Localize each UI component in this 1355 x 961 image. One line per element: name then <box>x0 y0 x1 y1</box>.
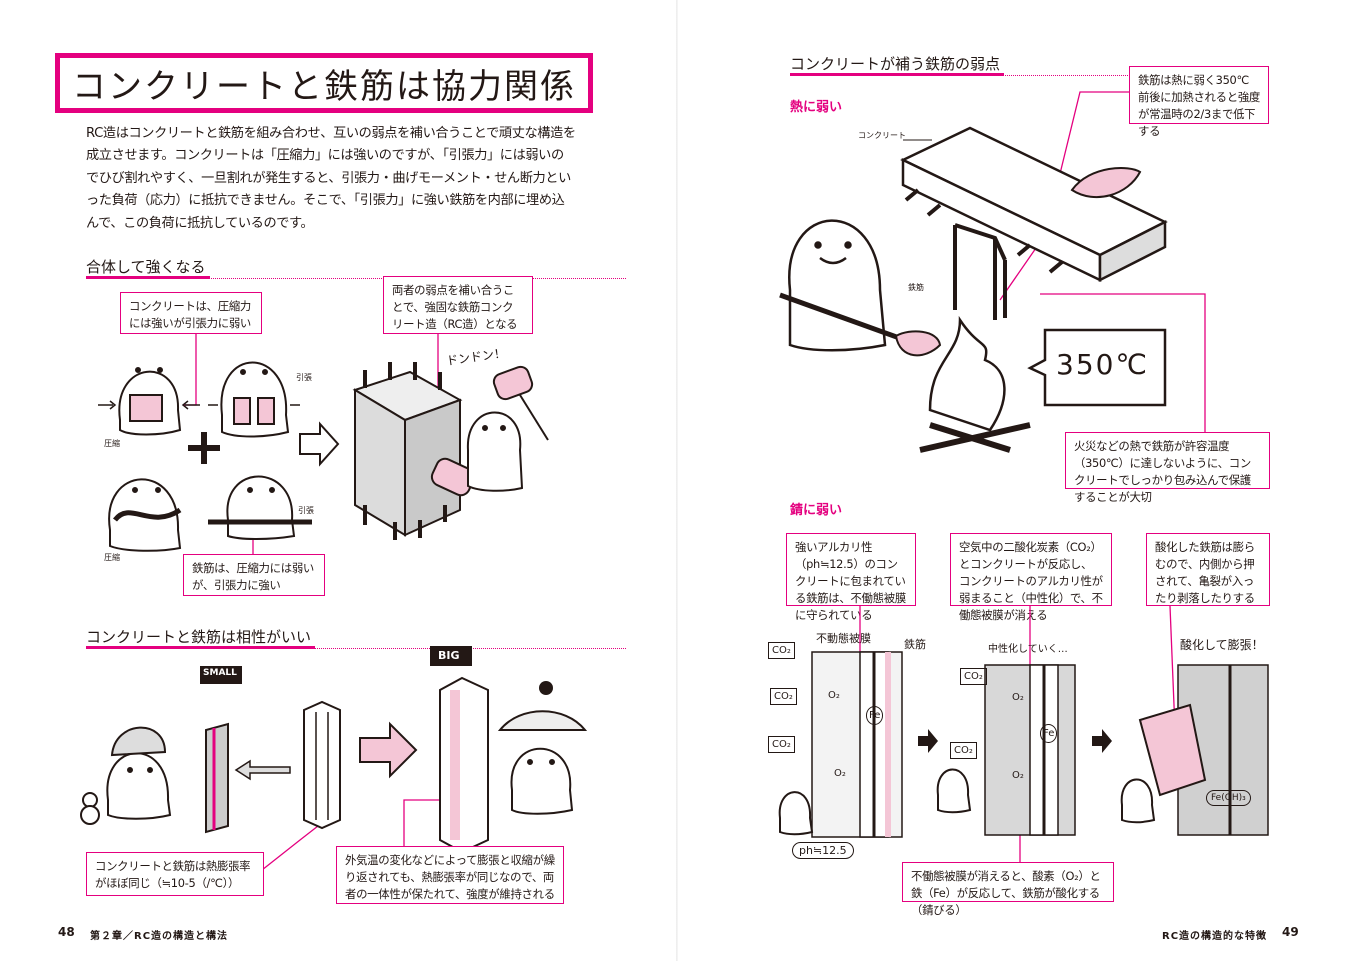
running-head-right: RC造の構造的な特徴 <box>1162 931 1268 942</box>
o2-label-2: O₂ <box>834 768 846 779</box>
folio-right: 49 <box>1282 925 1299 939</box>
label-tension-1: 引張 <box>296 373 312 382</box>
folio-left: 48 <box>58 925 75 939</box>
co2-bubble-2: CO₂ <box>770 688 797 705</box>
fe-label-2: Fe <box>1040 724 1058 743</box>
combine-illustration <box>98 334 549 554</box>
subheading-rust: 錆に弱い <box>790 503 843 518</box>
o2-label-3: O₂ <box>1012 692 1024 703</box>
page-title: コンクリートと鉄筋は協力関係 <box>72 66 576 107</box>
label-compression-1: 圧縮 <box>104 439 120 448</box>
callout-expansion: コンクリートと鉄筋は熱膨張率がほぼ同じ（≒10-5（/℃）） <box>86 852 264 896</box>
label-rebar: 鉄筋 <box>908 283 924 292</box>
page-gutter <box>676 0 678 961</box>
co2-bubble-4: CO₂ <box>960 668 987 685</box>
hand-rebar: 鉄筋 <box>904 638 926 651</box>
callout-expand: 酸化した鉄筋は膨らむので、内側から押されて、亀裂が入ったり剥落したりする <box>1146 533 1270 606</box>
hand-film: 不動態被膜 <box>816 632 871 645</box>
right-heading: コンクリートが補う鉄筋の弱点 <box>790 53 1005 76</box>
section-rule <box>86 278 626 279</box>
right-heading-rule <box>790 75 1130 76</box>
section-heading-combine: 合体して強くなる <box>86 256 210 279</box>
callout-alkali: 強いアルカリ性（ph≒12.5）のコンクリートに包まれている鉄筋は、不働態被膜に… <box>786 533 916 622</box>
label-concrete: コンクリート <box>858 131 906 140</box>
temperature-readout: 350℃ <box>1056 348 1149 381</box>
intro-paragraph: RC造はコンクリートと鉄筋を組み合わせ、互いの弱点を補い合うことで頑丈な構造を成… <box>86 126 576 231</box>
label-compression-2: 圧縮 <box>104 553 120 562</box>
fe-label-1: Fe <box>866 706 884 725</box>
callout-rebar: 鉄筋は、圧縮力には弱いが、引張力に強い <box>183 554 325 596</box>
subheading-heat: 熱に弱い <box>790 100 843 115</box>
heat-illustration <box>779 91 1206 453</box>
sign-small: SMALL <box>203 668 237 678</box>
sign-big: BIG <box>438 649 460 662</box>
callout-combined: 両者の弱点を補い合うことで、強固な鉄筋コンクリート造（RC造）となる <box>383 276 533 334</box>
hand-ph: ph≒12.5 <box>792 842 854 859</box>
feoh-label: Fe(OH)₃ <box>1206 790 1251 806</box>
callout-fire: 火災などの熱で鉄筋が許容温度（350℃）に達しないように、コンクリートでしっかり… <box>1065 432 1270 504</box>
thermal-illustration <box>80 646 588 871</box>
o2-label-4: O₂ <box>1012 770 1024 781</box>
callout-concrete: コンクリートは、圧縮力には強いが引張力に弱い <box>120 292 262 334</box>
section-heading-compatibility: コンクリートと鉄筋は相性がいい <box>86 626 316 649</box>
hand-neutral: 中性化していく… <box>988 644 1068 655</box>
page-title-box: コンクリートと鉄筋は協力関係 <box>55 53 593 113</box>
callout-oxidize: 不働態被膜が消えると、酸素（O₂）と鉄（Fe）が反応して、鉄筋が酸化する（錆びる… <box>902 862 1114 917</box>
callout-heat: 鉄筋は熱に弱く350℃前後に加熱されると強度が常温時の2/3まで低下する <box>1129 66 1269 138</box>
callout-co2: 空気中の二酸化炭素（CO₂）とコンクリートが反応し、コンクリートのアルカリ性が弱… <box>950 533 1112 622</box>
hand-expand: 酸化して膨張！ <box>1180 638 1264 652</box>
rust-illustration <box>778 605 1269 862</box>
callout-cycle: 外気温の変化などによって膨張と収縮が繰り返されても、熱膨張率が同じなので、両者の… <box>336 846 564 904</box>
co2-bubble-5: CO₂ <box>950 742 977 759</box>
o2-label-1: O₂ <box>828 690 840 701</box>
label-tension-2: 引張 <box>298 506 314 515</box>
running-head-left: 第２章／RC造の構造と構法 <box>90 931 229 942</box>
co2-bubble-3: CO₂ <box>768 736 795 753</box>
co2-bubble-1: CO₂ <box>768 642 795 659</box>
section-rule-2 <box>86 648 626 649</box>
concrete-character-icon <box>118 367 182 436</box>
